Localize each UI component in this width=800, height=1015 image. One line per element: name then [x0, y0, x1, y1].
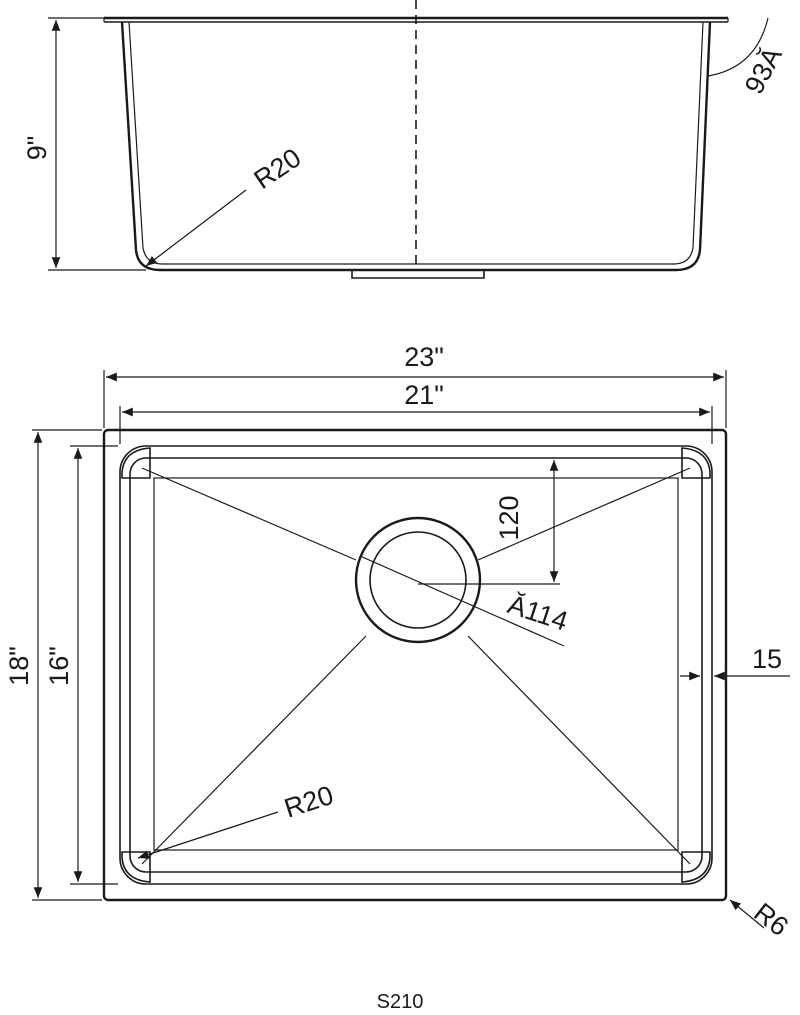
- bowl-floor: [153, 477, 679, 851]
- inner-width-label: 21": [404, 380, 444, 410]
- inner-depth-label: 16": [44, 646, 74, 686]
- model-code: S210: [377, 991, 424, 1013]
- corner-radius-label: R20: [281, 780, 337, 824]
- drain-offset-label: 120: [494, 495, 524, 540]
- drain-stub: [351, 270, 485, 279]
- corner-tl: [121, 447, 151, 479]
- slope-line-tr: [477, 467, 691, 561]
- bowl-top-edge: [119, 445, 713, 885]
- outer-radius-leader: [729, 899, 765, 929]
- corner-br: [681, 851, 711, 883]
- angle-arc: [707, 17, 769, 77]
- drain-diameter-label: Ă114: [504, 589, 571, 636]
- slope-line-bl: [141, 635, 367, 865]
- bowl-outer-wall: [120, 21, 712, 272]
- slope-line-br: [467, 635, 691, 865]
- bowl-inner-edge: [129, 457, 703, 873]
- corner-bl: [121, 851, 151, 883]
- bowl-inner-wall: [128, 21, 704, 265]
- drain-inner-ring: [369, 531, 467, 629]
- outer-radius-label: R6: [748, 897, 794, 942]
- slope-line-tl: [141, 467, 357, 561]
- drain-outer-ring: [354, 516, 482, 644]
- outer-rim: [102, 428, 728, 902]
- depth-label: 9": [22, 136, 52, 161]
- angle-label: 93Ă: [739, 42, 788, 99]
- side-view: 9" R20 93Ă: [22, 0, 788, 279]
- side-radius-leader: [145, 189, 247, 267]
- corner-radius-leader: [137, 811, 279, 859]
- side-radius-label: R20: [249, 142, 307, 195]
- overall-width-label: 23": [404, 342, 444, 372]
- rim-width-label: 15: [752, 644, 782, 674]
- top-view: Ă114 120 23" 21" 18" 16" 15 R20: [4, 342, 794, 942]
- corner-tr: [681, 447, 711, 479]
- drain-diameter-leader: [359, 555, 565, 647]
- overall-depth-label: 18": [4, 646, 34, 686]
